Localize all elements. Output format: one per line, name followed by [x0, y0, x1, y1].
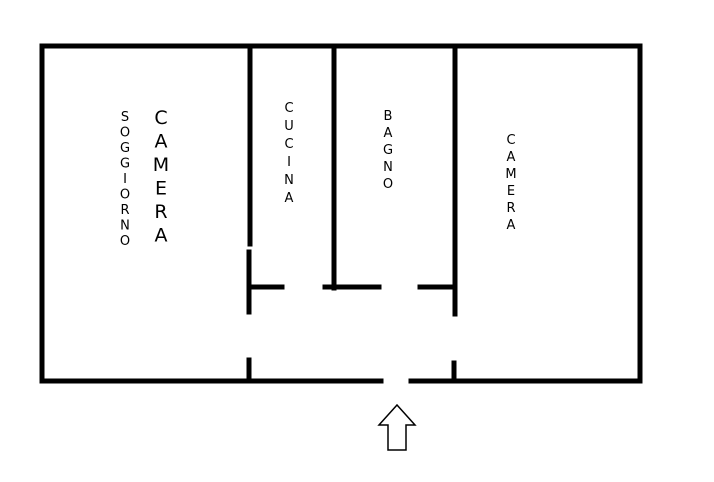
up-arrow-icon: [377, 403, 417, 451]
walls: [39, 43, 643, 384]
